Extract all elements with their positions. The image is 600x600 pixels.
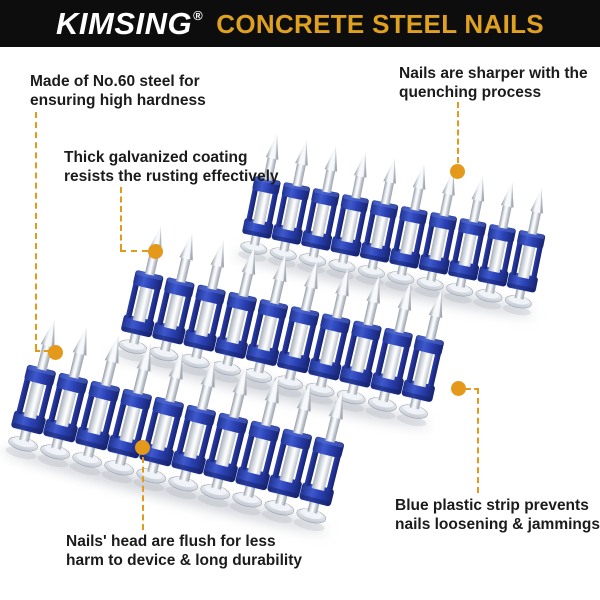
concrete-nail xyxy=(334,276,382,412)
concrete-nail xyxy=(296,145,340,274)
concrete-nail xyxy=(293,390,344,532)
concrete-nail xyxy=(355,157,399,286)
callout-sharp-line xyxy=(457,102,459,163)
concrete-nail xyxy=(101,343,152,484)
registered-trademark-icon: ® xyxy=(193,8,204,23)
callout-steel-line xyxy=(35,112,37,350)
banner-title: CONCRETE STEEL NAILS xyxy=(216,8,544,39)
concrete-nail xyxy=(115,225,164,362)
callout-head-dot xyxy=(135,440,150,455)
callout-steel-line xyxy=(35,350,49,352)
concrete-nail xyxy=(238,133,281,262)
concrete-nail xyxy=(165,358,216,500)
concrete-nail xyxy=(209,247,257,383)
concrete-nail xyxy=(37,327,88,468)
concrete-nail xyxy=(443,175,487,304)
concrete-nail xyxy=(261,382,312,524)
callout-steel-dot xyxy=(48,345,63,360)
concrete-nail xyxy=(5,319,56,460)
concrete-nail xyxy=(133,351,184,492)
brand-name: KIMSING® xyxy=(56,6,204,41)
callout-coating-dot xyxy=(148,244,163,259)
concrete-nail xyxy=(326,151,369,280)
concrete-nail xyxy=(69,335,120,476)
concrete-nail xyxy=(473,181,516,310)
callout-coating-line xyxy=(120,250,148,252)
nail-strip-front xyxy=(0,314,359,539)
concrete-nail xyxy=(365,283,413,419)
nail-strip-back xyxy=(231,130,556,322)
callout-sharp-dot xyxy=(450,164,465,179)
callout-strip-line xyxy=(477,388,479,493)
concrete-nail xyxy=(396,290,444,427)
callout-head-line xyxy=(142,457,144,530)
concrete-nail xyxy=(197,366,248,508)
concrete-nail xyxy=(147,232,195,369)
callout-coating-line xyxy=(120,187,122,250)
concrete-nail xyxy=(240,254,289,391)
concrete-nail xyxy=(271,261,320,398)
callout-strip-dot xyxy=(451,381,466,396)
concrete-nail xyxy=(414,169,457,298)
brand-banner: KIMSING® CONCRETE STEEL NAILS xyxy=(0,0,600,47)
concrete-nail xyxy=(229,374,280,516)
callout-strip-line xyxy=(466,388,479,390)
concrete-nail xyxy=(303,268,351,405)
concrete-nail xyxy=(267,139,310,268)
concrete-nail xyxy=(502,187,546,316)
nail-strip-middle xyxy=(108,221,457,434)
concrete-nail xyxy=(385,163,428,292)
concrete-nail xyxy=(178,240,226,376)
